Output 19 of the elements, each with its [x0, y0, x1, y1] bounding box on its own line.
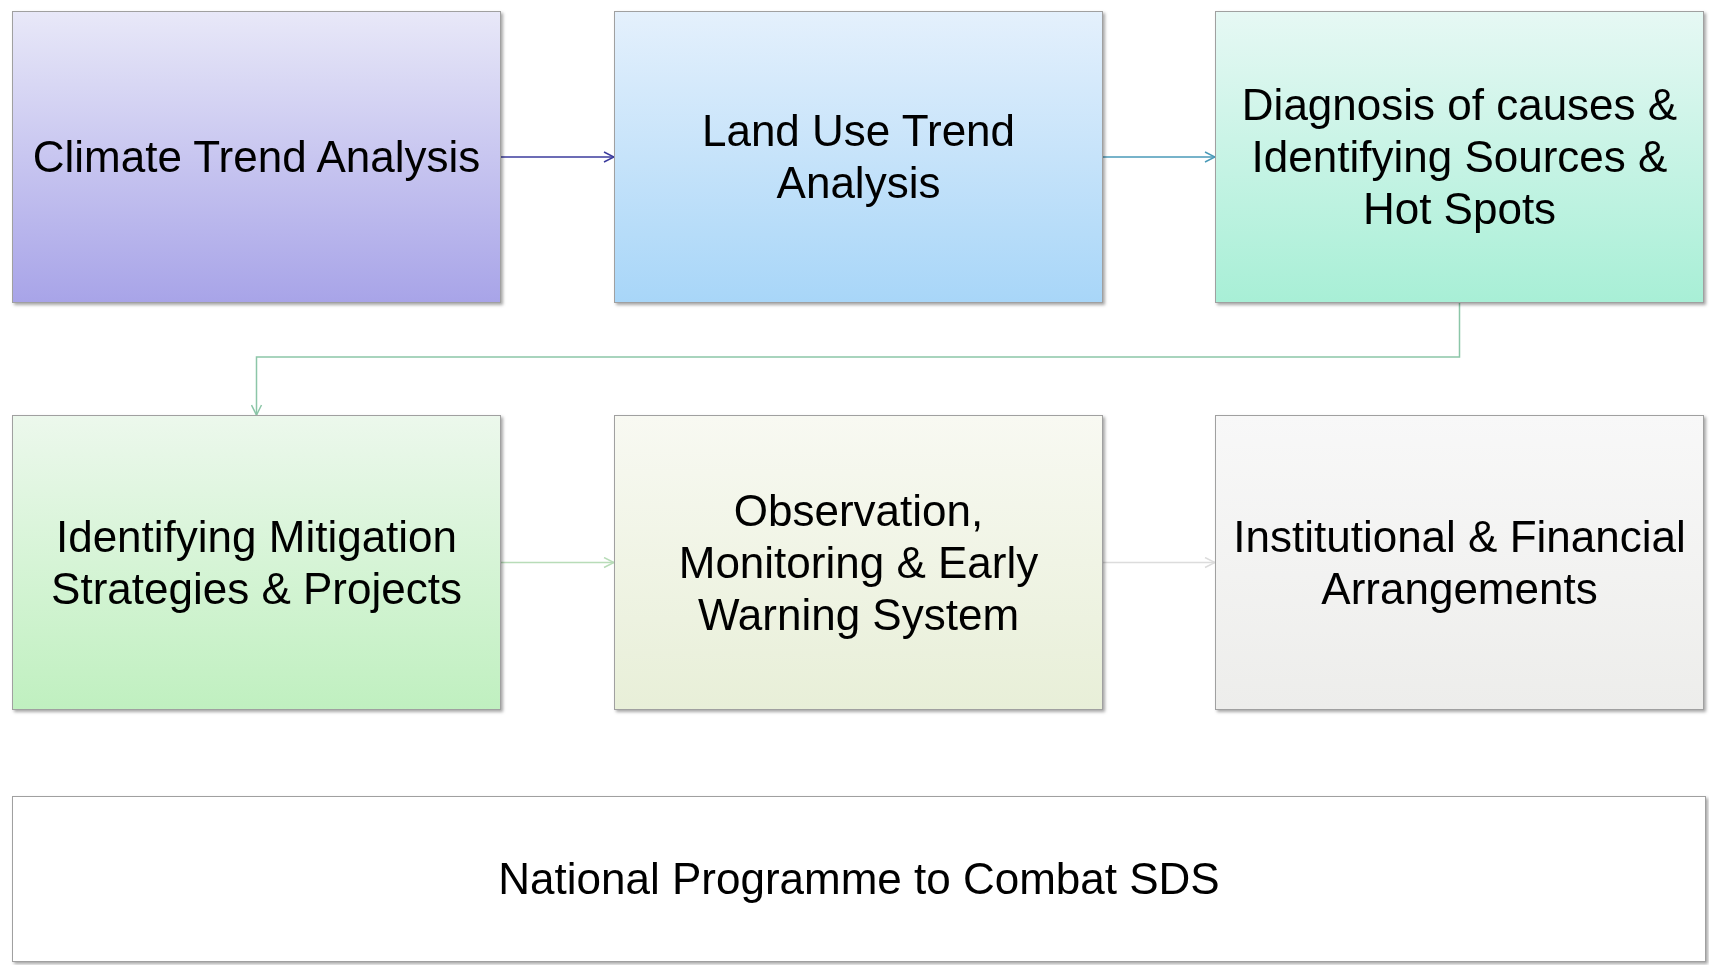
box-label: Land Use Trend Analysis: [700, 105, 1017, 209]
box-label: Institutional & Financial Arrangements: [1232, 510, 1687, 615]
arrow: [1102, 556, 1216, 569]
box-label: Identifying Mitigation Strategies & Projects: [50, 510, 463, 615]
process-box: [12, 11, 501, 303]
arrow: [500, 151, 615, 163]
arrow: [250, 302, 1461, 416]
box-label: Diagnosis of causes & Identifying Sources & Hot Spots: [1240, 79, 1679, 235]
process-box: [614, 415, 1103, 710]
box-label: Climate Trend Analysis: [32, 131, 481, 183]
process-box: [1215, 415, 1704, 710]
process-box: [12, 796, 1706, 962]
arrow: [1102, 151, 1216, 163]
process-box: [1215, 11, 1704, 303]
process-box: [614, 11, 1103, 303]
process-box: [12, 415, 501, 710]
box-label: Observation, Monitoring & Early Warning System: [677, 484, 1040, 641]
box-label: National Programme to Combat SDS: [498, 853, 1220, 905]
arrow: [500, 556, 615, 569]
